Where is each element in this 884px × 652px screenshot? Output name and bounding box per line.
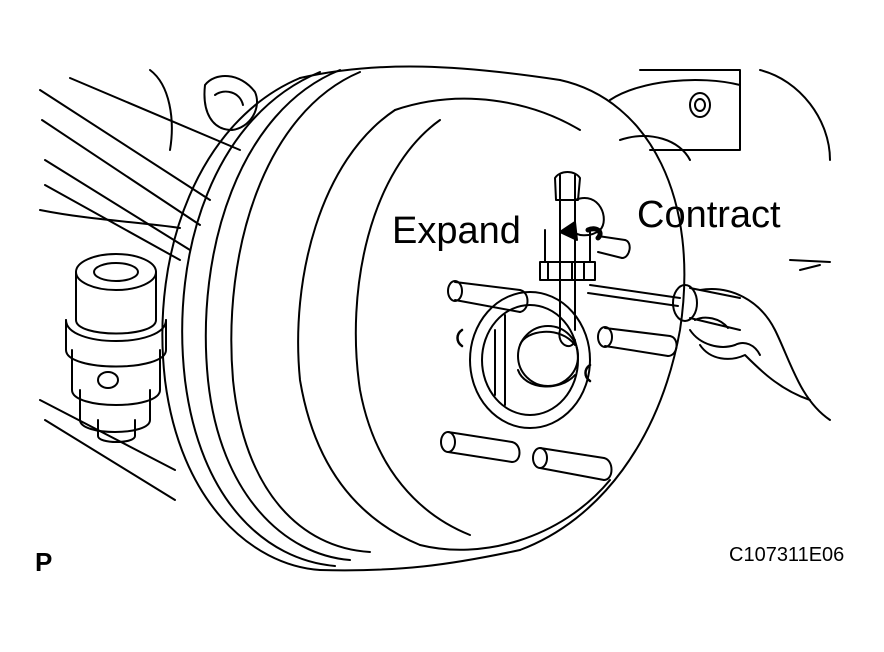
wheel-studs [440,235,678,481]
left-bolt-assembly [65,253,167,443]
rotation-arrow [559,197,605,241]
expand-label: Expand [392,210,521,252]
center-hub [469,291,591,429]
contract-label: Contract [637,194,781,236]
caliper-mount [609,69,831,271]
adjuster-marks [456,328,592,383]
screwdriver [587,284,741,331]
adjusting-tool [539,171,596,348]
figure-id: C107311E06 [729,544,845,566]
hand [689,288,831,421]
upper-left-hardware [149,69,258,151]
suspension-lines [39,77,241,501]
brake-disc [161,65,561,572]
hub-face [297,79,686,551]
view-marker: P [35,547,53,577]
